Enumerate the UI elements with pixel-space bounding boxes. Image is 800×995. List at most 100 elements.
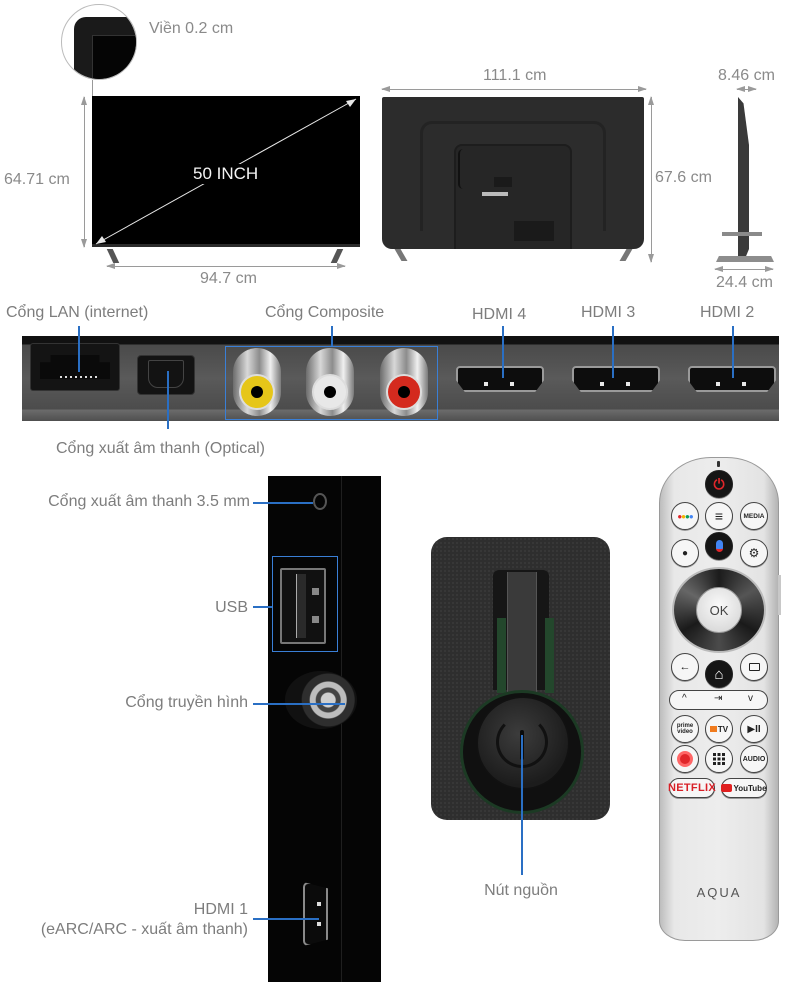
composite-white-port bbox=[306, 348, 354, 416]
tv-side-view bbox=[738, 97, 749, 257]
hdmi2-label: HDMI 2 bbox=[700, 304, 755, 321]
aqua-brand-logo: AQUA bbox=[696, 885, 742, 900]
tv-back-view bbox=[382, 97, 644, 249]
remote-live-tv-button[interactable] bbox=[740, 653, 768, 681]
back-frame bbox=[420, 121, 606, 231]
remote-youtube-button[interactable]: YouTube bbox=[721, 778, 767, 798]
hdmi1-label: HDMI 1 bbox=[193, 901, 248, 918]
optical-leader bbox=[167, 371, 169, 429]
gear-icon: ⚙ bbox=[748, 546, 760, 560]
input-icon[interactable]: ⇥ bbox=[714, 693, 723, 704]
composite-highlight-box bbox=[225, 346, 438, 420]
remote-youtube-music-button[interactable] bbox=[671, 745, 699, 773]
remote-profile-button[interactable]: ● bbox=[671, 539, 699, 567]
side-depth-stand-label: 24.4 cm bbox=[716, 274, 773, 291]
composite-yellow-port bbox=[233, 348, 281, 416]
remote-netflix-button[interactable]: NETFLIX bbox=[668, 778, 716, 798]
back-leg-right bbox=[619, 249, 633, 261]
lan-pins bbox=[60, 376, 100, 378]
hdmi3-label: HDMI 3 bbox=[581, 304, 636, 321]
microphone-icon bbox=[715, 540, 723, 552]
composite-leader bbox=[331, 326, 333, 346]
remote-assistant-button[interactable]: ●●●● bbox=[671, 502, 699, 530]
channel-up-icon[interactable]: ^ bbox=[682, 693, 687, 704]
front-height-label: 64.71 cm bbox=[4, 171, 70, 188]
remote-audio-button[interactable]: AUDIO bbox=[740, 745, 768, 773]
lan-leader bbox=[78, 326, 80, 372]
antenna-port bbox=[285, 671, 357, 729]
youtube-music-icon bbox=[677, 751, 693, 767]
remote-tv-app-button[interactable]: TV bbox=[705, 715, 733, 743]
prime-video-logo: prime video bbox=[676, 723, 694, 735]
optical-label: Cổng xuất âm thanh (Optical) bbox=[56, 440, 265, 457]
remote-menu-button[interactable]: ≡ bbox=[705, 502, 733, 530]
hdmi2-leader bbox=[732, 326, 734, 378]
remote-voice-button[interactable] bbox=[705, 532, 733, 560]
netflix-logo: NETFLIX bbox=[668, 782, 716, 794]
back-io-panel bbox=[514, 221, 554, 241]
audio-label: AUDIO bbox=[742, 755, 766, 763]
tv-app-logo: TV bbox=[709, 724, 729, 734]
google-dots-icon: ●●●● bbox=[677, 511, 693, 521]
back-width-arrow bbox=[381, 86, 647, 92]
bezel-closeup bbox=[61, 4, 137, 80]
remote-back-button[interactable]: ← bbox=[671, 653, 699, 681]
back-height-label: 67.6 cm bbox=[655, 169, 712, 186]
back-sticker bbox=[494, 177, 512, 187]
back-label bbox=[482, 192, 508, 196]
width-arrow bbox=[106, 263, 346, 269]
optical-socket bbox=[148, 360, 184, 388]
bezel-pointer bbox=[92, 80, 93, 96]
back-height-arrow bbox=[648, 96, 654, 263]
remote-apps-button[interactable] bbox=[705, 745, 733, 773]
usb-highlight-box bbox=[272, 556, 338, 652]
pcb-green-right bbox=[545, 618, 554, 693]
menu-icon: ≡ bbox=[714, 508, 724, 524]
back-leg-left bbox=[394, 249, 408, 261]
remote-ok-button[interactable]: OK bbox=[696, 587, 742, 633]
side-stand-arm bbox=[722, 232, 762, 236]
hdmi4-leader bbox=[502, 326, 504, 378]
remote-home-button[interactable]: ⌂ bbox=[705, 660, 733, 688]
hdmi3-leader bbox=[612, 326, 614, 378]
hdmi4-port bbox=[456, 366, 544, 392]
audio-35mm-leader bbox=[253, 502, 313, 504]
remote-play-pause-button[interactable]: ▶II bbox=[740, 715, 768, 743]
pcb-green-left bbox=[497, 618, 506, 693]
remote-led bbox=[717, 461, 720, 467]
lan-socket bbox=[40, 355, 110, 379]
power-icon: ⏻ bbox=[713, 475, 725, 492]
side-depth-top-arrow bbox=[736, 86, 757, 92]
play-pause-icon: ▶II bbox=[747, 723, 761, 735]
power-label: Nút nguồn bbox=[484, 882, 558, 899]
channel-down-icon[interactable]: v bbox=[748, 693, 753, 704]
audio-35mm-port bbox=[313, 493, 327, 510]
antenna-label: Cổng truyền hình bbox=[125, 694, 248, 711]
apps-grid-icon bbox=[713, 753, 725, 765]
bezel-label: Viền 0.2 cm bbox=[149, 20, 234, 37]
remote-prime-video-button[interactable]: prime video bbox=[671, 715, 699, 743]
bezel-screen bbox=[92, 35, 136, 79]
side-stand-arrow bbox=[714, 266, 774, 272]
optical-port bbox=[137, 355, 195, 395]
remote-channel-bar[interactable]: ^ ⇥ v bbox=[669, 690, 768, 710]
home-icon: ⌂ bbox=[714, 665, 724, 683]
remote-media-button[interactable]: MEDIA bbox=[740, 502, 768, 530]
lan-label: Cổng LAN (internet) bbox=[6, 304, 149, 321]
usb-port bbox=[280, 568, 326, 644]
hdmi1-port bbox=[303, 882, 328, 946]
hdmi3-port bbox=[572, 366, 660, 392]
back-width-label: 111.1 cm bbox=[483, 67, 547, 84]
tv-app-label: TV bbox=[717, 724, 729, 734]
remote-power-button[interactable]: ⏻ bbox=[705, 470, 733, 498]
tv-icon bbox=[748, 663, 760, 671]
profile-icon: ● bbox=[681, 547, 689, 559]
power-cable bbox=[458, 149, 468, 189]
remote-settings-button[interactable]: ⚙ bbox=[740, 539, 768, 567]
hdmi4-label: HDMI 4 bbox=[472, 306, 527, 323]
power-leader bbox=[521, 735, 523, 875]
hdmi1-sublabel: (eARC/ARC - xuất âm thanh) bbox=[40, 921, 248, 938]
power-stem bbox=[507, 572, 537, 692]
tv-leg-left bbox=[106, 249, 120, 263]
hdmi1-leader bbox=[253, 918, 319, 920]
